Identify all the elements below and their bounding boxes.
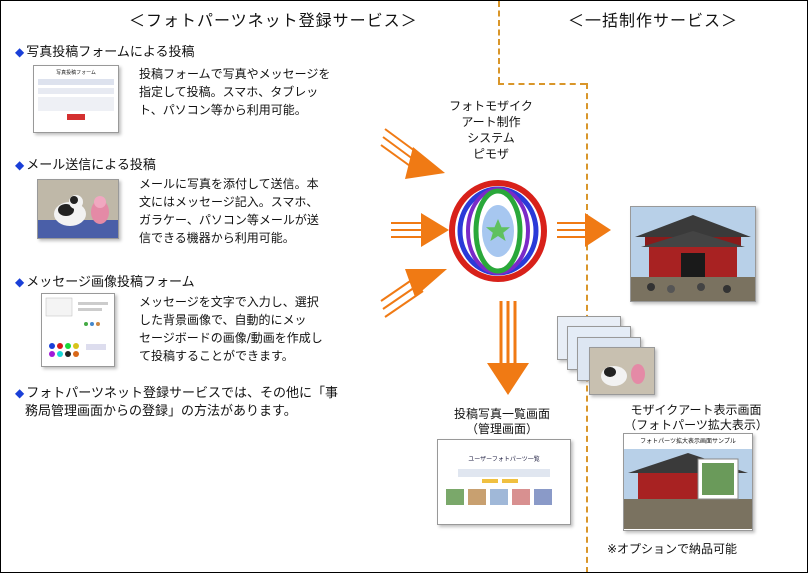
photo-card-stack-top	[589, 347, 655, 395]
cat-photo-thumb	[37, 179, 119, 239]
note: ◆フォトパーツネット登録サービスでは、その他に「事 務局管理画面からの登録」の方…	[15, 386, 338, 419]
form-thumb-row	[38, 79, 114, 85]
system-label: フォトモザイク アート制作 システム ピモザ	[449, 99, 533, 161]
mosaic-temple-photo	[630, 206, 756, 302]
temple-photo-icon	[631, 207, 755, 301]
form-screenshot-thumb: 写真投稿フォーム	[33, 65, 119, 133]
cat-photo-icon	[590, 348, 654, 394]
section-3-title: ◆メッセージ画像投稿フォーム	[15, 275, 195, 290]
arrow-to-mosaic	[557, 213, 611, 247]
list-screen-thumb: ユーザーフォトパーツ一覧	[437, 439, 571, 525]
diamond-bullet-icon: ◆	[15, 158, 25, 172]
option-note: ※オプションで納品可能	[607, 542, 738, 556]
message-form-thumb	[41, 293, 115, 367]
section-1-title: ◆写真投稿フォームによる投稿	[15, 45, 195, 60]
arrow-to-list	[487, 301, 529, 395]
mosaic-screen-label: モザイクアート表示画面 （フォトパーツ拡大表示）	[624, 403, 768, 432]
section-1-desc: 投稿フォームで写真やメッセージを 指定して投稿。スマホ、タブレッ ト、パソコン等…	[139, 67, 331, 117]
list-thumbnails-icon	[446, 469, 552, 505]
section-2-title: ◆メール送信による投稿	[15, 158, 156, 173]
form-thumb-title: 写真投稿フォーム	[56, 70, 96, 76]
form-thumb-row	[38, 88, 114, 94]
separator-mid	[498, 83, 586, 85]
separator-top	[498, 1, 500, 83]
diamond-bullet-icon: ◆	[15, 45, 25, 59]
cat-photo-icon	[38, 180, 118, 238]
arrow-from-message	[380, 269, 447, 318]
arrow-from-form	[380, 128, 445, 179]
list-screen-label: 投稿写真一覧画面 （管理画面）	[453, 407, 550, 436]
diamond-bullet-icon: ◆	[15, 386, 25, 400]
section-2-desc: メールに写真を添付して送信。本 文にはメッセージ記入。スマホ、 ガラケー、パソコ…	[139, 177, 319, 245]
form-thumb-row	[38, 97, 114, 111]
arrow-from-mail	[391, 213, 449, 247]
list-screen-title: ユーザーフォトパーツ一覧	[468, 456, 540, 463]
diamond-bullet-icon: ◆	[15, 275, 25, 289]
form-thumb-button	[67, 114, 85, 120]
left-header: ＜フォトパーツネット登録サービス＞	[129, 11, 418, 30]
mosaic-screen-title: フォトパーツ拡大表示画面サンプル	[640, 438, 736, 445]
section-3-desc: メッセージを文字で入力し、選択 した背景画像で、自動的にメッ セージボードの画像…	[139, 295, 323, 363]
message-form-icon	[45, 297, 108, 357]
pimoza-logo-icon	[449, 180, 547, 282]
mosaic-screen-thumb: フォトパーツ拡大表示画面サンプル	[623, 433, 753, 531]
temple-photo-icon	[624, 449, 752, 529]
right-header: ＜一括制作サービス＞	[568, 11, 739, 30]
